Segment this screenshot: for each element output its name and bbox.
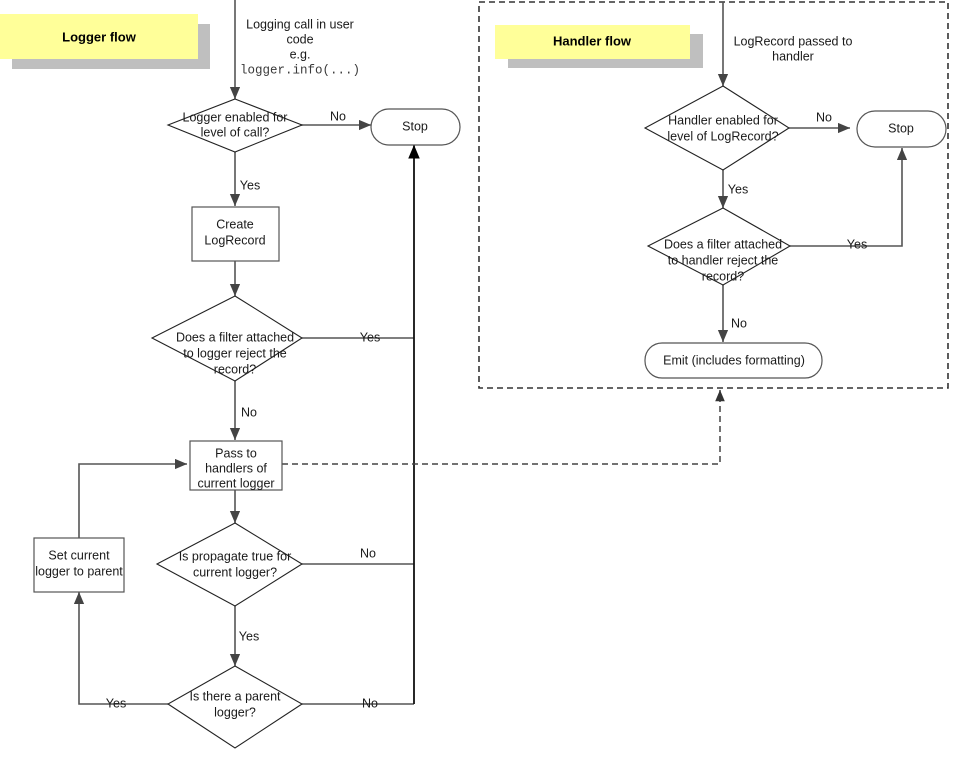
node-is-there-parent-logger[interactable]: Is there a parent logger? <box>166 665 304 749</box>
entry-caption-line-4: logger.info(...) <box>240 63 360 77</box>
create-logrecord-label-line-1: Create <box>216 217 254 231</box>
handler-flow-banner-fill <box>495 25 690 59</box>
set-current-logger-label-line-1: Set current <box>48 548 110 562</box>
handler-filter-label-line-3: record? <box>702 269 744 283</box>
handler-filter-label-line-2: to handler reject the <box>668 253 779 267</box>
edge-label-handler-filter-no: No <box>731 316 747 330</box>
logger-filter-label-line-2: to logger reject the <box>183 346 287 360</box>
edge-label-handler-enabled-no: No <box>816 110 832 124</box>
logger-flow-banner: Logger flow <box>0 14 210 69</box>
handler-flow-group-boundary <box>478 1 949 389</box>
logger-enabled-diamond-shape <box>166 98 304 153</box>
set-current-logger-shape <box>33 537 125 593</box>
edge-parent-yes-to-set-parent <box>73 591 168 705</box>
node-pass-to-handlers[interactable]: Pass to handlers of current logger <box>189 440 283 491</box>
handler-stop-label: Stop <box>888 121 914 135</box>
propagate-label-line-2: current logger? <box>193 565 277 579</box>
handler-entry-caption-line-1: LogRecord passed to <box>734 34 853 48</box>
logger-flow-banner-fill <box>0 14 198 59</box>
propagate-diamond-shape <box>155 522 304 607</box>
entry-caption-line-1: Logging call in user <box>246 17 354 31</box>
node-handler-enabled-for-level[interactable]: Handler enabled for level of LogRecord? <box>643 85 791 171</box>
logger-filter-label-line-3: record? <box>214 362 256 376</box>
handler-flow-banner-label: Handler flow <box>553 33 632 48</box>
handler-entry-caption-line-2: handler <box>772 49 814 63</box>
parent-logger-label-line-1: Is there a parent <box>189 689 281 703</box>
logger-flow-banner-label: Logger flow <box>62 29 137 44</box>
handler-filter-label-line-1: Does a filter attached <box>664 237 782 251</box>
create-logrecord-shape <box>191 206 280 262</box>
node-handler-filter-reject[interactable]: Does a filter attached to handler reject… <box>646 207 792 286</box>
node-emit-includes-formatting[interactable]: Emit (includes formatting) <box>644 342 823 379</box>
pass-to-handlers-label-line-1: Pass to <box>215 446 257 460</box>
propagate-label-line-1: Is propagate true for <box>179 549 292 563</box>
handler-flow-banner: Handler flow <box>495 25 703 68</box>
logger-filter-diamond-shape <box>150 295 304 382</box>
entry-caption-line-3: e.g. <box>290 47 311 61</box>
edge-label-propagate-yes: Yes <box>239 629 259 643</box>
emit-label: Emit (includes formatting) <box>663 353 805 367</box>
handler-filter-diamond-shape <box>646 207 792 286</box>
edge-set-parent-to-pass <box>78 458 188 538</box>
handler-enabled-diamond-shape <box>643 85 791 171</box>
node-logger-filter-reject[interactable]: Does a filter attached to logger reject … <box>150 295 304 382</box>
edge-handler-filter-yes-to-stop <box>790 147 908 247</box>
parent-logger-label-line-2: logger? <box>214 705 256 719</box>
edge-label-parent-no: No <box>362 696 378 710</box>
emit-shape <box>644 342 823 379</box>
logger-stop-shape <box>370 108 461 146</box>
entry-caption-line-2: code <box>286 32 313 46</box>
logger-enabled-label-line-1: Logger enabled for <box>183 110 288 124</box>
node-is-propagate-true[interactable]: Is propagate true for current logger? <box>155 522 304 607</box>
edge-label-handler-filter-yes: Yes <box>847 237 867 251</box>
node-set-current-logger-to-parent[interactable]: Set current logger to parent <box>33 537 125 593</box>
handler-stop-shape <box>856 110 947 148</box>
handler-enabled-label-line-2: level of LogRecord? <box>667 129 778 143</box>
parent-logger-diamond-shape <box>166 665 304 749</box>
edge-label-handler-enabled-yes: Yes <box>728 182 748 196</box>
node-create-logrecord[interactable]: Create LogRecord <box>191 206 280 262</box>
handler-enabled-label-line-1: Handler enabled for <box>668 113 778 127</box>
edge-pass-to-handler-flow-dashed <box>282 389 725 465</box>
node-logger-enabled-for-level[interactable]: Logger enabled for level of call? <box>166 98 304 153</box>
edge-label-logger-enabled-no: No <box>330 109 346 123</box>
handler-flow-entry-caption: LogRecord passed to handler <box>734 34 853 63</box>
node-logger-flow-stop[interactable]: Stop <box>370 108 461 146</box>
edge-label-parent-yes: Yes <box>106 696 126 710</box>
pass-to-handlers-shape <box>189 440 283 491</box>
logger-filter-label-line-1: Does a filter attached <box>176 330 294 344</box>
logger-stop-label: Stop <box>402 119 428 133</box>
create-logrecord-label-line-2: LogRecord <box>204 233 265 247</box>
node-handler-flow-stop[interactable]: Stop <box>856 110 947 148</box>
edge-label-logger-filter-yes: Yes <box>360 330 380 344</box>
set-current-logger-label-line-2: logger to parent <box>35 564 123 578</box>
pass-to-handlers-label-line-3: current logger <box>197 476 274 490</box>
logger-flow-entry-caption: Logging call in user code e.g. logger.in… <box>240 17 360 77</box>
pass-to-handlers-label-line-2: handlers of <box>205 461 267 475</box>
edge-label-propagate-no: No <box>360 546 376 560</box>
logger-enabled-label-line-2: level of call? <box>201 125 270 139</box>
edge-label-logger-filter-no: No <box>241 405 257 419</box>
edge-label-logger-enabled-yes: Yes <box>240 178 260 192</box>
